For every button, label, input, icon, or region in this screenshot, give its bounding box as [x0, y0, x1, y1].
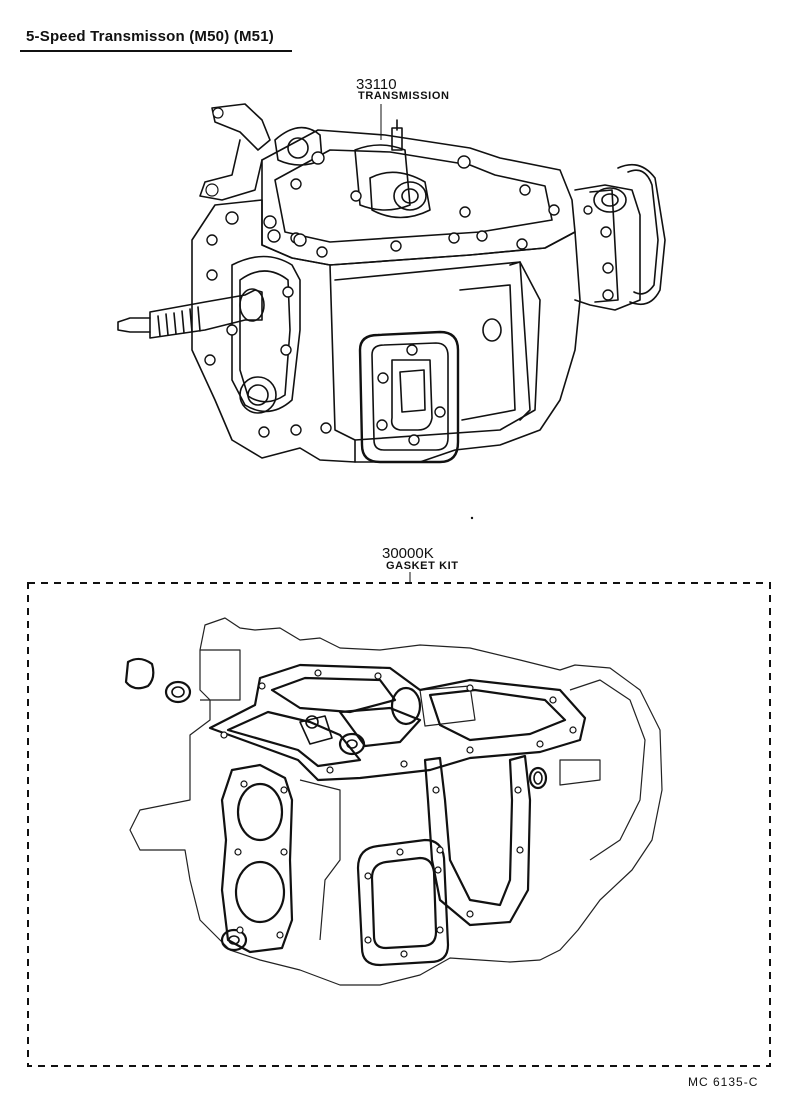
gasket-kit-illustration — [27, 572, 771, 1067]
gasket-kit-boundary — [27, 582, 771, 1067]
transmission-illustration — [117, 103, 666, 464]
scan-speck — [470, 516, 474, 520]
gasket-kit-part-name: GASKET KIT — [386, 560, 459, 572]
transmission-part-name: TRANSMISSION — [358, 90, 450, 102]
document-code: MC 6135-C — [688, 1075, 759, 1089]
gasket-kit-part-number: 30000K — [382, 545, 434, 562]
page-title: 5-Speed Transmisson (M50) (M51) — [26, 28, 274, 45]
transmission-part-number: 33110 — [356, 76, 397, 93]
title-underline — [20, 50, 292, 52]
